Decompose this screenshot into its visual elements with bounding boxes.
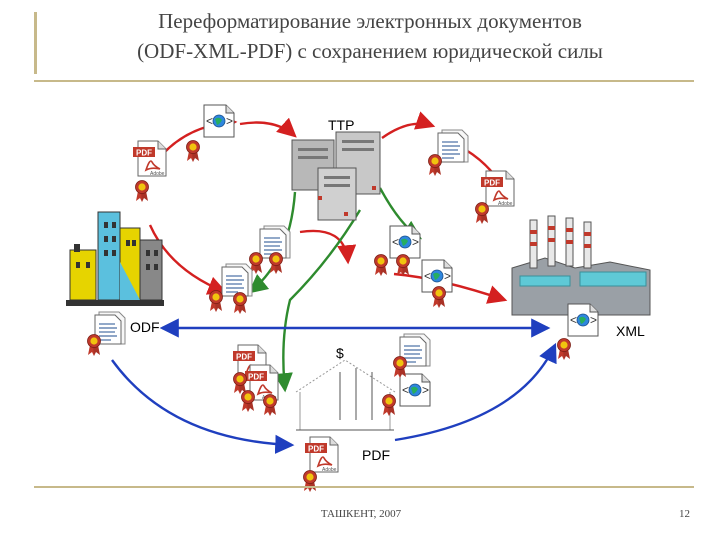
xml-document-icon [203, 104, 235, 138]
signature-seal-icon [396, 254, 410, 276]
odf-organization-building-icon [66, 211, 164, 306]
signature-seal-icon [382, 394, 396, 416]
xml-document-icon [389, 225, 421, 259]
signature-seal-icon [374, 254, 388, 276]
signature-seal-icon [475, 202, 489, 224]
signature-seal-icon [186, 140, 200, 162]
signature-seal-icon [432, 286, 446, 308]
pdf-to-xml-arrow [394, 342, 557, 442]
odf-label: ODF [130, 319, 160, 335]
footer-location: ТАШКЕНТ, 2007 [320, 508, 402, 520]
footer-divider [34, 486, 694, 488]
ttp-left-arrow-to-server [239, 117, 297, 138]
ttp-server-icon [291, 131, 381, 221]
ttp-down-arrow [299, 229, 357, 265]
xml-document-icon [399, 373, 431, 407]
signature-seal-icon [209, 290, 223, 312]
signature-seal-icon [241, 390, 255, 412]
xml-organization-factory-icon [511, 215, 651, 316]
payment-label: $ [336, 345, 344, 361]
signature-seal-icon [557, 338, 571, 360]
signature-seal-icon [233, 292, 247, 314]
signature-seal-icon [303, 470, 317, 492]
title-accent-bar [34, 12, 37, 74]
pdf-document-icon [132, 140, 167, 178]
xml-document-icon [567, 303, 599, 337]
page-number: 12 [679, 508, 690, 520]
green-arrow-to-pdf [273, 209, 362, 393]
signature-seal-icon [87, 334, 101, 356]
signature-seal-icon [233, 372, 247, 394]
signature-seal-icon [428, 154, 442, 176]
odf-document-icon [221, 263, 253, 297]
signature-seal-icon [393, 356, 407, 378]
pdf-document-icon [304, 436, 339, 474]
xml-label: XML [616, 323, 645, 339]
signature-seal-icon [263, 394, 277, 416]
odf-red-arrow [148, 224, 228, 295]
title-underline [34, 80, 694, 82]
ttp-right-arrow-out [381, 111, 436, 139]
payment-node [295, 359, 396, 431]
signature-seal-icon [269, 252, 283, 274]
title-line-2: (ODF-XML-PDF) с сохранением юридической … [137, 39, 603, 63]
odf-to-pdf-arrow [111, 359, 295, 454]
pdf-label: PDF [362, 447, 390, 463]
odf-document-icon [437, 129, 469, 163]
title-line-1: Переформатирование электронных документо… [158, 9, 582, 33]
pdf-document-icon [480, 170, 515, 208]
ttp-label: TTP [328, 117, 354, 133]
slide-title: Переформатирование электронных документо… [40, 6, 700, 66]
signature-seal-icon [135, 180, 149, 202]
